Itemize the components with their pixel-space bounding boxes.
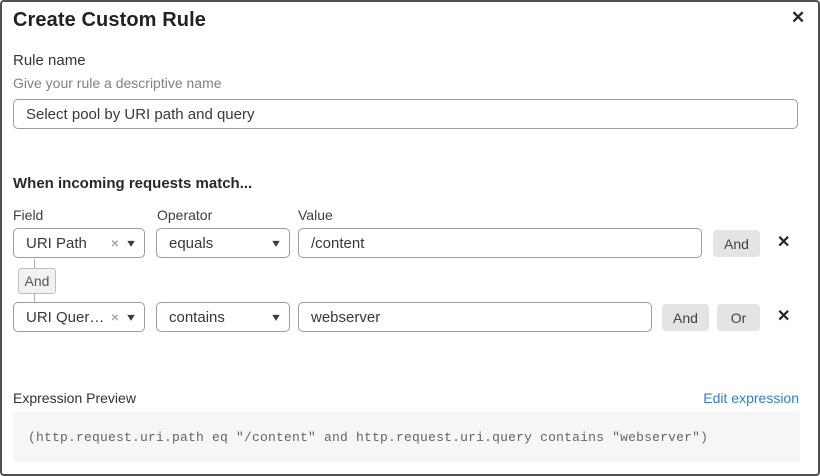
add-and-condition-button-row-1[interactable]: And xyxy=(713,230,760,257)
matcher-heading: When incoming requests match... xyxy=(13,175,253,192)
field-select-row-2[interactable]: URI Query St... × ▾ xyxy=(13,302,145,332)
add-or-condition-button-row-2[interactable]: Or xyxy=(717,304,760,331)
operator-select-value: equals xyxy=(169,234,214,252)
value-column-label: Value xyxy=(298,207,333,223)
field-column-label: Field xyxy=(13,207,44,223)
value-input-row-2[interactable] xyxy=(298,302,652,332)
and-connector-badge: And xyxy=(18,268,56,294)
edit-expression-link[interactable]: Edit expression xyxy=(703,390,799,406)
chevron-down-icon: ▾ xyxy=(127,310,135,324)
clear-selection-icon[interactable]: × xyxy=(110,235,119,251)
field-select-value: URI Path xyxy=(26,234,87,252)
chevron-down-icon: ▾ xyxy=(272,310,280,324)
field-select-value: URI Query St... xyxy=(26,308,108,326)
clear-selection-icon[interactable]: × xyxy=(110,309,119,325)
connector-line-top xyxy=(34,259,35,268)
dialog-title: Create Custom Rule xyxy=(13,9,206,31)
expression-code: (http.request.uri.path eq "/content" and… xyxy=(28,429,709,445)
rule-name-label: Rule name xyxy=(13,52,86,69)
chevron-down-icon: ▾ xyxy=(127,236,135,250)
rule-name-hint: Give your rule a descriptive name xyxy=(13,75,222,91)
operator-select-value: contains xyxy=(169,308,225,326)
value-input-row-1[interactable] xyxy=(298,228,702,258)
operator-column-label: Operator xyxy=(157,207,213,223)
expression-preview-label: Expression Preview xyxy=(13,390,136,406)
delete-row-icon[interactable]: ✕ xyxy=(777,308,791,325)
operator-select-row-1[interactable]: equals ▾ xyxy=(156,228,290,258)
add-and-condition-button-row-2[interactable]: And xyxy=(662,304,709,331)
delete-row-icon[interactable]: ✕ xyxy=(777,234,791,251)
chevron-down-icon: ▾ xyxy=(272,236,280,250)
operator-select-row-2[interactable]: contains ▾ xyxy=(156,302,290,332)
connector-line-bottom xyxy=(34,294,35,303)
field-select-row-1[interactable]: URI Path × ▾ xyxy=(13,228,145,258)
close-icon[interactable]: ✕ xyxy=(791,8,806,27)
expression-code-block: (http.request.uri.path eq "/content" and… xyxy=(13,412,800,462)
rule-name-input[interactable] xyxy=(13,99,798,129)
